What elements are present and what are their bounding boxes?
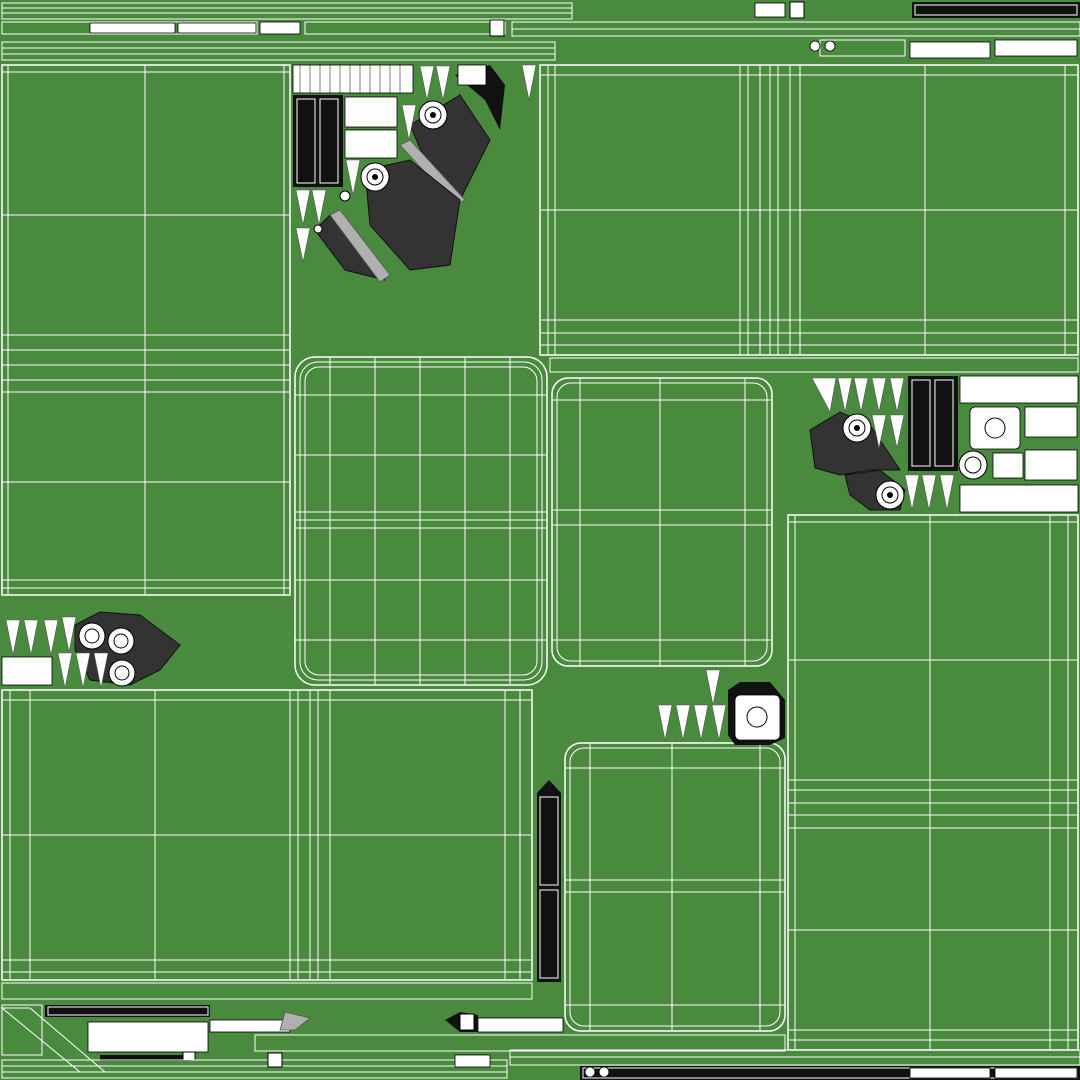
panel-top-right (539, 64, 1079, 373)
parts-cluster-small (657, 669, 785, 745)
top-edge-strips (1, 1, 1080, 61)
bottom-edge-strips (0, 1004, 1080, 1080)
panel-center-rounded (294, 356, 548, 686)
panel-top-left (1, 64, 291, 596)
parts-cluster-left (1, 611, 181, 689)
panel-bottom-rounded (564, 742, 786, 1032)
parts-cluster-top (292, 64, 537, 283)
panel-bottom-left (1, 689, 533, 1000)
panel-right (787, 514, 1079, 1051)
panel-middle-rounded (551, 377, 773, 667)
vertical-bar-part (537, 780, 561, 982)
parts-cluster-right (809, 375, 1079, 513)
